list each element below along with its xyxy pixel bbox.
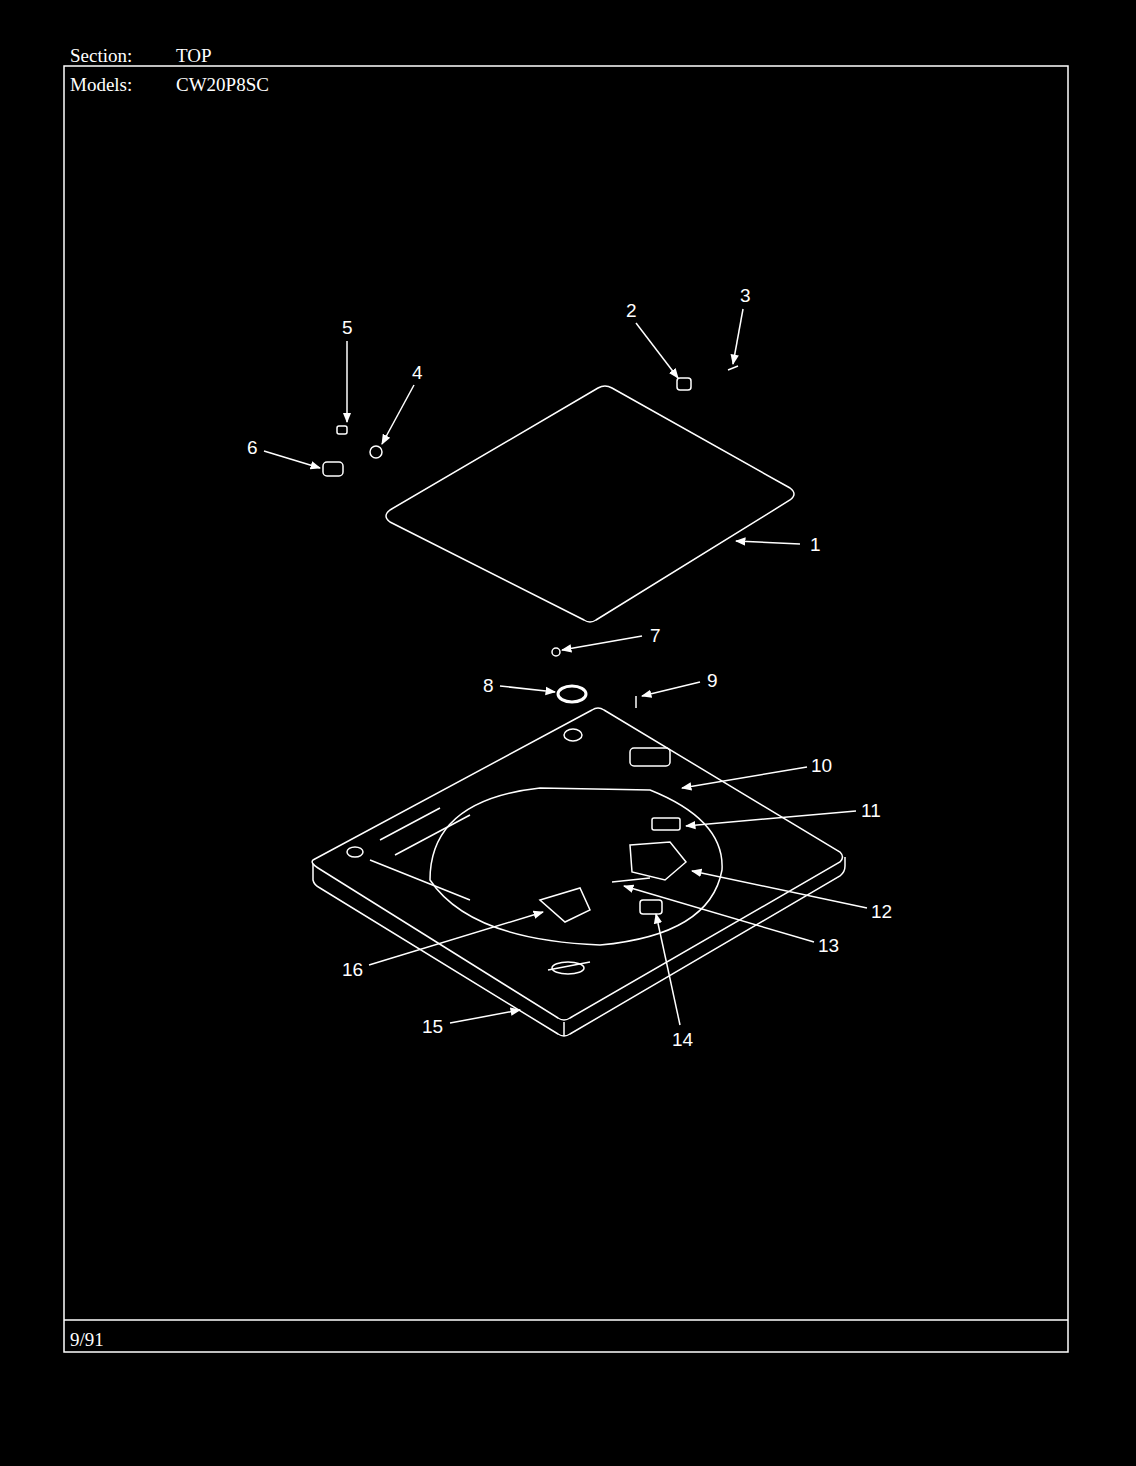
bracket — [640, 900, 662, 914]
frame — [64, 66, 1068, 1352]
callout-number: 12 — [871, 902, 892, 921]
opening — [430, 788, 722, 945]
model-number: CW20P8SC — [176, 75, 269, 94]
callout-number: 2 — [626, 301, 637, 320]
lock-assembly — [630, 842, 686, 880]
lid — [386, 386, 794, 622]
top-panel-edge — [313, 857, 845, 1036]
screw — [728, 366, 738, 370]
callout-number: 6 — [247, 438, 258, 457]
leader-lines — [264, 309, 867, 1025]
section-value: TOP — [176, 46, 212, 65]
callout-number: 14 — [672, 1030, 693, 1049]
callout-number: 9 — [707, 671, 718, 690]
screw — [337, 426, 347, 434]
callout-number: 15 — [422, 1017, 443, 1036]
callout-number: 3 — [740, 286, 751, 305]
screw — [635, 696, 637, 708]
section-label: Section: — [70, 46, 132, 65]
callout-number: 7 — [650, 626, 661, 645]
grommet — [558, 686, 586, 702]
top-panel — [312, 708, 842, 1020]
callout-number: 13 — [818, 936, 839, 955]
actuator — [652, 818, 680, 830]
hinge — [323, 462, 343, 476]
callout-number: 1 — [810, 535, 821, 554]
models-label: Models: — [70, 75, 132, 94]
callout-number: 16 — [342, 960, 363, 979]
plug — [552, 648, 560, 656]
callout-number: 4 — [412, 363, 423, 382]
dispenser — [540, 888, 590, 922]
callout-number: 11 — [861, 801, 881, 820]
switch — [630, 748, 670, 766]
date-code: 9/91 — [70, 1330, 104, 1349]
callout-number: 8 — [483, 676, 494, 695]
callout-number: 10 — [811, 756, 832, 775]
callout-number: 5 — [342, 318, 353, 337]
hinge — [677, 378, 691, 390]
bumper — [370, 446, 382, 458]
footer-rule — [64, 1319, 1068, 1321]
